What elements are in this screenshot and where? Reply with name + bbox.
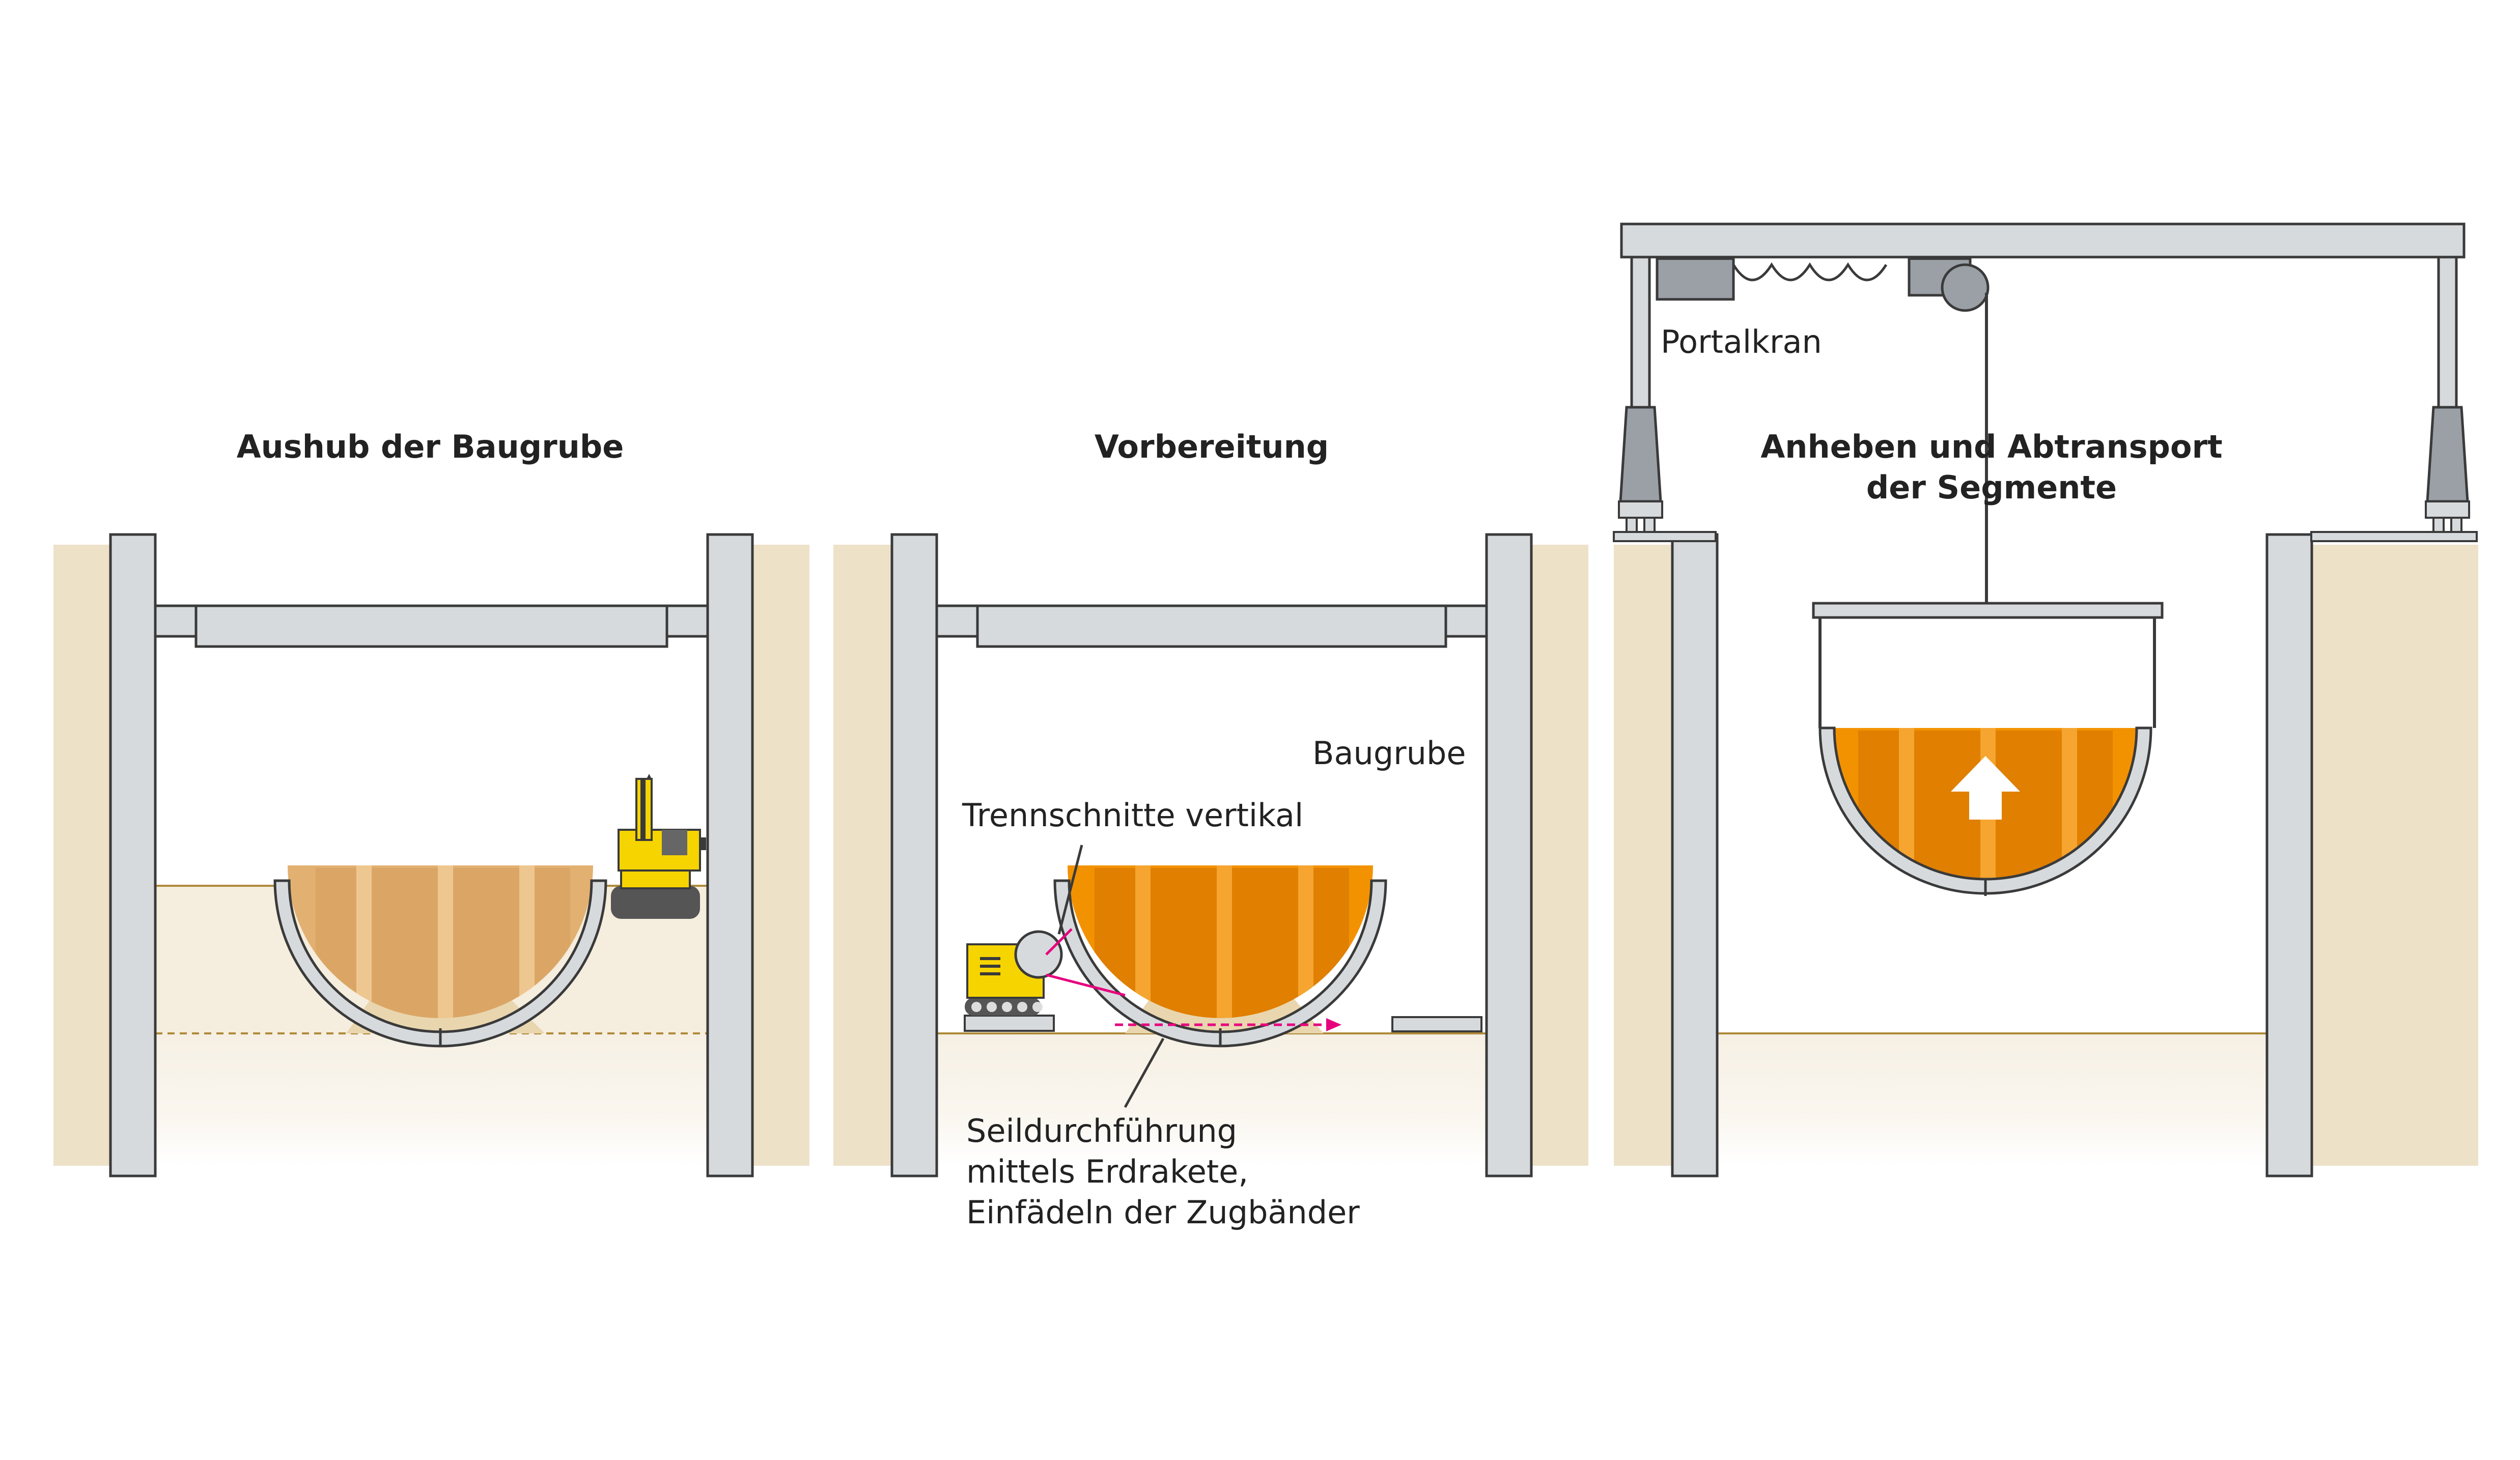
panel-3-title-line2: der Segmente [1866, 469, 2117, 506]
crane-winch [1941, 263, 1990, 312]
excavator-icon [611, 774, 706, 919]
strut [194, 604, 668, 648]
panel-excavation [53, 533, 809, 1177]
soil-right [751, 545, 809, 1166]
strut-bracket-left [935, 604, 979, 638]
cable-arrowhead [1326, 1018, 1341, 1031]
arrow-up-icon [1951, 756, 2020, 820]
pit-floor-soil [1717, 1033, 2267, 1166]
panel-preparation [833, 533, 1588, 1177]
crane-girder [1620, 222, 2466, 259]
panel-3-title-line1: Anheben und Abtransport [1760, 428, 2223, 465]
sheet-pile-left [1671, 533, 1719, 1177]
earth-rocket-machine-icon [964, 930, 1063, 1032]
floor-plate [1391, 1016, 1482, 1032]
crane-rail-left [1613, 531, 1717, 542]
soil-left [53, 545, 112, 1166]
crane-drive-box [1656, 257, 1735, 301]
strut-bracket-right [665, 604, 709, 638]
soil-left [833, 545, 892, 1166]
label-vertical-cuts: Trennschnitte vertikal [962, 797, 1304, 834]
lifting-beam [1812, 602, 2164, 619]
label-pit: Baugrube [1312, 735, 1466, 772]
strut-bracket-right [1444, 604, 1488, 638]
sheet-pile-left [890, 533, 938, 1177]
label-cable-line1: Seildurchführung [966, 1112, 1237, 1149]
segment-shell [1053, 879, 1387, 1048]
panel-lifting [1613, 222, 2478, 1177]
label-cable-line3: Einfädeln der Zugbänder [966, 1194, 1360, 1231]
panel-1-title: Aushub der Baugrube [236, 428, 624, 465]
cut-line-lower [1046, 973, 1126, 997]
crane-rail-right [2310, 531, 2478, 542]
strut [976, 604, 1447, 648]
label-portal-crane: Portalkran [1661, 323, 1822, 360]
sheet-pile-right [1485, 533, 1533, 1177]
segment-shell [1818, 726, 2152, 895]
leader-vertical-cuts [1057, 845, 1083, 935]
sheet-pile-right [706, 533, 754, 1177]
soil-right [1530, 545, 1588, 1166]
cut-line-upper [1045, 928, 1073, 956]
leader-cable [1124, 1037, 1165, 1108]
strut-bracket-left [154, 604, 198, 638]
panel-2-title: Vorbereitung [1094, 428, 1329, 465]
pit-lower-soil [155, 1033, 708, 1166]
soil-right [2310, 545, 2478, 1166]
crane-cable-festoon [1732, 262, 1888, 282]
label-cable-line2: mittels Erdrakete, [966, 1153, 1249, 1190]
pit-floor-soil [937, 1033, 1487, 1166]
sheet-pile-right [2265, 533, 2313, 1177]
segment-shell [273, 879, 607, 1048]
portal-crane [1618, 222, 2470, 603]
sheet-pile-left [109, 533, 157, 1177]
soil-left [1614, 545, 1672, 1166]
